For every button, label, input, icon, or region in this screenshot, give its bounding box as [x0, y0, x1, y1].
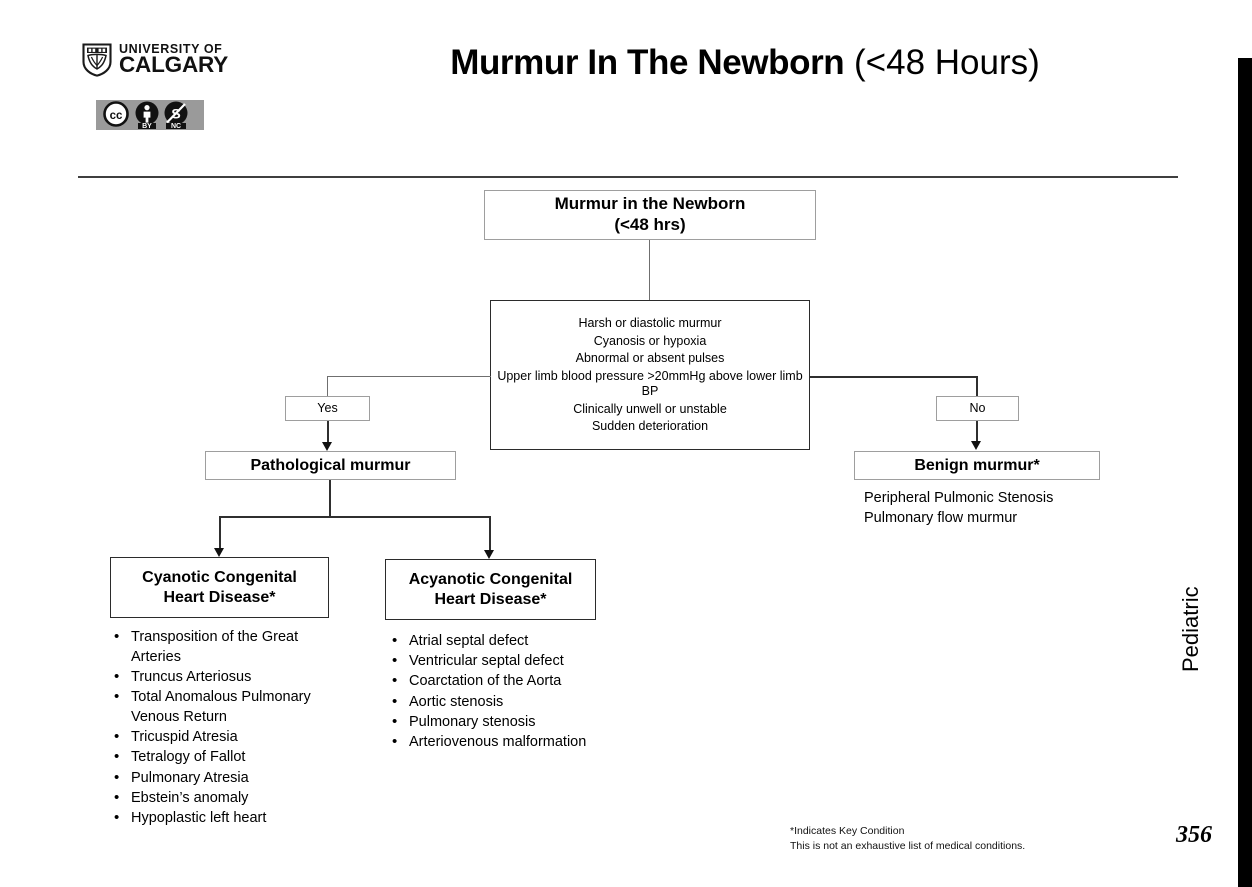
criteria-item: Harsh or diastolic murmur	[578, 315, 722, 330]
connector-criteria-to-no-horizontal	[810, 376, 978, 378]
calgary-shield-icon	[82, 43, 112, 77]
acyanotic-title-line2: Heart Disease*	[434, 590, 547, 608]
node-pathological-murmur: Pathological murmur	[205, 451, 456, 480]
page-title: Murmur In The Newborn (<48 Hours)	[330, 43, 1160, 83]
node-benign-murmur: Benign murmur*	[854, 451, 1100, 480]
node-no: No	[936, 396, 1019, 421]
connector-criteria-to-no-vertical	[976, 376, 978, 396]
connector-root-to-criteria	[649, 240, 650, 300]
page-number: 356	[1176, 822, 1212, 848]
svg-text:cc: cc	[110, 110, 123, 122]
cyanotic-title-line2: Heart Disease*	[163, 588, 276, 606]
list-item: Pulmonary Atresia	[112, 768, 312, 789]
criteria-item: Cyanosis or hypoxia	[593, 333, 707, 348]
list-item: Atrial septal defect	[390, 631, 650, 652]
header-divider	[78, 176, 1178, 178]
footnote-line2: This is not an exhaustive list of medica…	[790, 840, 1026, 853]
list-item: Arteriovenous malformation	[390, 732, 650, 753]
cyanotic-title-line1: Cyanotic Congenital	[142, 568, 297, 586]
list-item: Truncus Arteriosus	[112, 667, 312, 688]
arrowhead-split-to-acyanotic	[484, 550, 494, 559]
connector-pathological-stem	[329, 480, 331, 516]
acyanotic-condition-list: Atrial septal defect Ventricular septal …	[390, 631, 650, 753]
footnote: *Indicates Key Condition This is not an …	[790, 824, 1025, 854]
svg-text:BY: BY	[142, 123, 152, 129]
criteria-item: Clinically unwell or unstable	[573, 401, 727, 416]
list-item: Aortic stenosis	[390, 692, 650, 713]
acyanotic-title-line1: Acyanotic Congenital	[408, 570, 573, 588]
svg-text:NC: NC	[171, 123, 181, 129]
criteria-item: Upper limb blood pressure >20mmHg above …	[497, 369, 803, 398]
university-wordmark: UNIVERSITY OF CALGARY	[119, 41, 229, 78]
right-edge-bar	[1238, 58, 1252, 887]
list-item: Peripheral Pulmonic Stenosis	[864, 490, 1054, 506]
node-murmur-in-newborn: Murmur in the Newborn (<48 hrs)	[484, 190, 816, 240]
list-item: Transposition of the Great Arteries	[112, 627, 312, 667]
benign-condition-list: Peripheral Pulmonic Stenosis Pulmonary f…	[864, 488, 1124, 528]
page-title-bold: Murmur In The Newborn	[450, 43, 845, 82]
node-acyanotic-chd: Acyanotic Congenital Heart Disease*	[385, 559, 596, 620]
pathological-label: Pathological murmur	[250, 456, 411, 474]
university-wordmark-line2: CALGARY	[119, 52, 229, 78]
node-murmur-line2: (<48 hrs)	[614, 215, 686, 234]
arrowhead-no-to-benign	[971, 441, 981, 450]
yes-label: Yes	[317, 401, 338, 416]
list-item: Pulmonary stenosis	[390, 712, 650, 733]
connector-pathological-split-bar	[219, 516, 491, 518]
list-item: Hypoplastic left heart	[112, 808, 312, 829]
list-item: Total Anomalous Pulmonary Venous Return	[112, 687, 312, 727]
criteria-list: Harsh or diastolic murmur Cyanosis or hy…	[491, 316, 809, 434]
node-red-flag-criteria: Harsh or diastolic murmur Cyanosis or hy…	[490, 300, 810, 450]
university-logo: UNIVERSITY OF CALGARY	[82, 43, 228, 77]
arrowhead-split-to-cyanotic	[214, 548, 224, 557]
university-wordmark-line1: UNIVERSITY OF	[119, 41, 223, 56]
connector-criteria-to-yes-horizontal	[327, 376, 491, 377]
section-label-pediatric: Pediatric	[1178, 586, 1203, 672]
list-item: Coarctation of the Aorta	[390, 671, 650, 692]
node-cyanotic-chd: Cyanotic Congenital Heart Disease*	[110, 557, 329, 618]
list-item: Ebstein’s anomaly	[112, 788, 312, 809]
connector-no-to-benign	[976, 421, 978, 446]
arrowhead-yes-to-pathological	[322, 442, 332, 451]
connector-split-to-cyanotic	[219, 516, 221, 552]
benign-label: Benign murmur*	[914, 456, 1040, 474]
connector-split-to-acyanotic	[489, 516, 491, 554]
connector-yes-to-pathological	[327, 421, 329, 446]
page-title-light: (<48 Hours)	[844, 43, 1040, 82]
creative-commons-badge: cc BY S NC	[96, 100, 204, 130]
list-item: Tricuspid Atresia	[112, 727, 312, 748]
list-item: Ventricular septal defect	[390, 651, 650, 672]
criteria-item: Abnormal or absent pulses	[575, 351, 725, 366]
cc-by-nc-icon: cc BY S NC	[103, 101, 188, 129]
cyanotic-condition-list: Transposition of the Great Arteries Trun…	[112, 627, 312, 829]
node-murmur-line1: Murmur in the Newborn	[554, 194, 746, 214]
footnote-line1: *Indicates Key Condition	[790, 825, 905, 837]
node-yes: Yes	[285, 396, 370, 421]
criteria-item: Sudden deterioration	[591, 419, 709, 434]
list-item: Tetralogy of Fallot	[112, 747, 312, 768]
connector-criteria-to-yes-vertical	[327, 376, 328, 396]
no-label: No	[969, 401, 986, 416]
list-item: Pulmonary flow murmur	[864, 510, 1018, 526]
